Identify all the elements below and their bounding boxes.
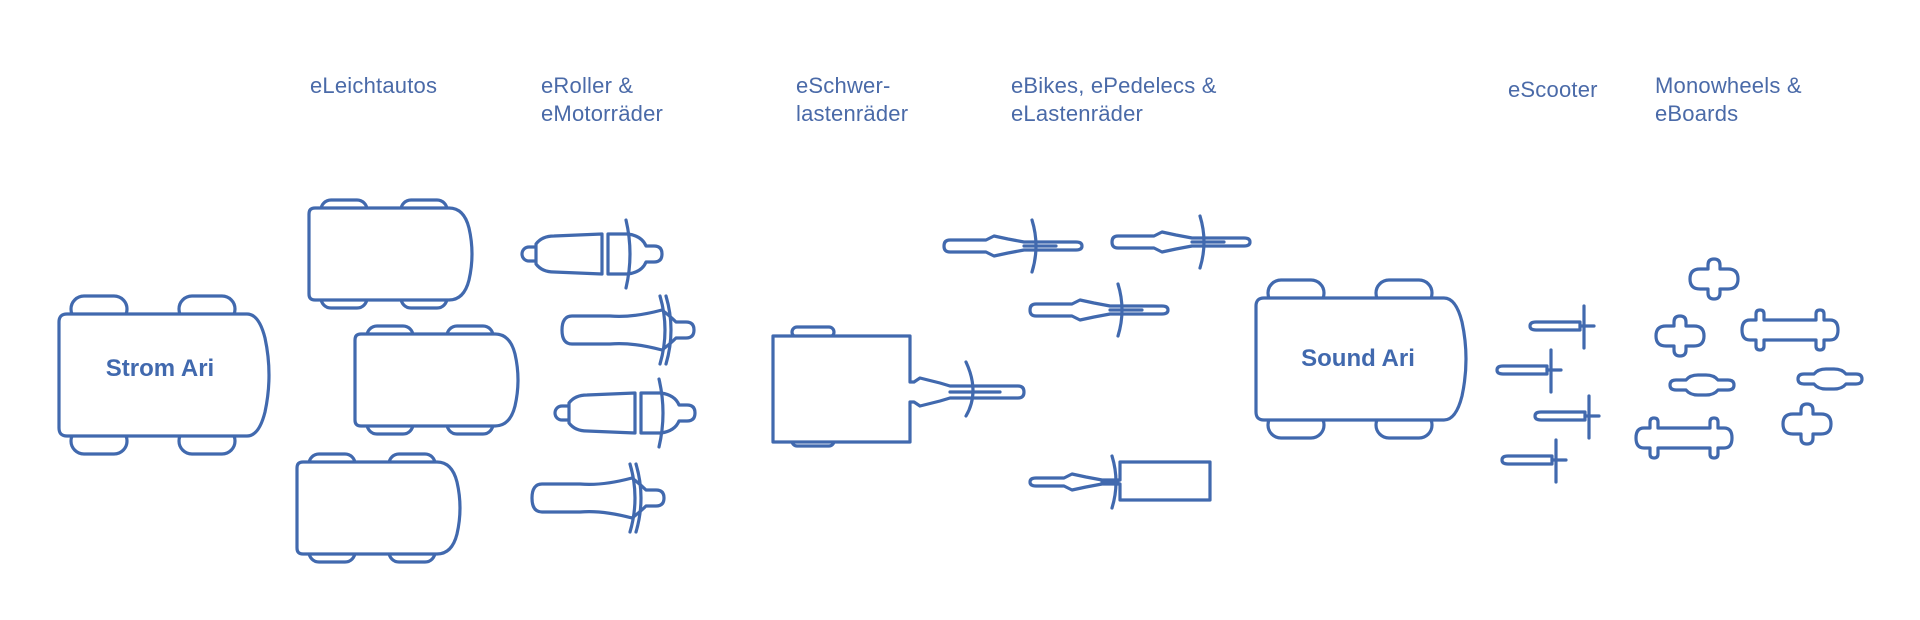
eboard-icon: [1634, 416, 1734, 460]
kick-scooter-icon: [1528, 304, 1596, 350]
light-car-icon: [295, 452, 462, 564]
light-car-icon: [353, 324, 520, 436]
group-roller: [520, 218, 697, 534]
bicycle-icon: [942, 218, 1084, 274]
group-leichtautos: [295, 198, 520, 564]
scooter-icon: [520, 218, 664, 290]
eboard-icon: [1740, 308, 1840, 352]
hoverboard-icon: [1796, 367, 1864, 391]
monowheel-icon: [1688, 257, 1740, 301]
group-schwerlasten: [771, 325, 1026, 448]
heavy-cargo-bike-icon: [771, 334, 1026, 444]
label-roller: eRoller & eMotorräder: [541, 72, 663, 128]
kick-scooter-icon: [1500, 438, 1568, 484]
light-car-icon: [307, 198, 474, 310]
label-monowheels: Monowheels & eBoards: [1655, 72, 1802, 128]
bicycle-icon: [1028, 282, 1170, 338]
label-line: eSchwer-: [796, 73, 891, 98]
label-line: lastenräder: [796, 101, 909, 126]
handlebar: [964, 360, 975, 418]
label-line: eBoards: [1655, 101, 1739, 126]
kick-scooter-icon: [1495, 348, 1563, 394]
monowheel-icon: [1654, 314, 1706, 358]
robot-name: Strom Ari: [106, 355, 214, 382]
motorbike-icon: [560, 294, 696, 366]
robot-name: Sound Ari: [1301, 345, 1415, 372]
label-bikes: eBikes, ePedelecs & eLastenräder: [1011, 72, 1217, 128]
label-leichtautos: eLeichtautos: [310, 72, 437, 100]
robot-sound-ari: Sound Ari: [1254, 278, 1468, 440]
monowheel-icon: [1781, 402, 1833, 446]
label-line: eScooter: [1508, 77, 1598, 102]
scooter-icon: [553, 377, 697, 449]
label-line: eLastenräder: [1011, 101, 1144, 126]
group-escooter: [1495, 304, 1601, 484]
label-line: eRoller &: [541, 73, 634, 98]
bicycle-icon: [1110, 214, 1252, 270]
label-schwerlasten: eSchwer- lastenräder: [796, 72, 908, 128]
kick-scooter-icon: [1533, 394, 1601, 440]
label-line: eMotorräder: [541, 101, 664, 126]
label-line: Monowheels &: [1655, 73, 1802, 98]
label-line: eLeichtautos: [310, 73, 438, 98]
cargo-bike-icon: [1028, 454, 1212, 510]
hoverboard-icon: [1668, 373, 1736, 397]
label-escooter: eScooter: [1508, 76, 1598, 104]
group-bikes: [942, 214, 1252, 510]
motorbike-icon: [530, 462, 666, 534]
label-line: eBikes, ePedelecs &: [1011, 73, 1217, 98]
robot-strom-ari: Strom Ari: [57, 294, 271, 456]
group-monowheels: [1634, 257, 1864, 460]
